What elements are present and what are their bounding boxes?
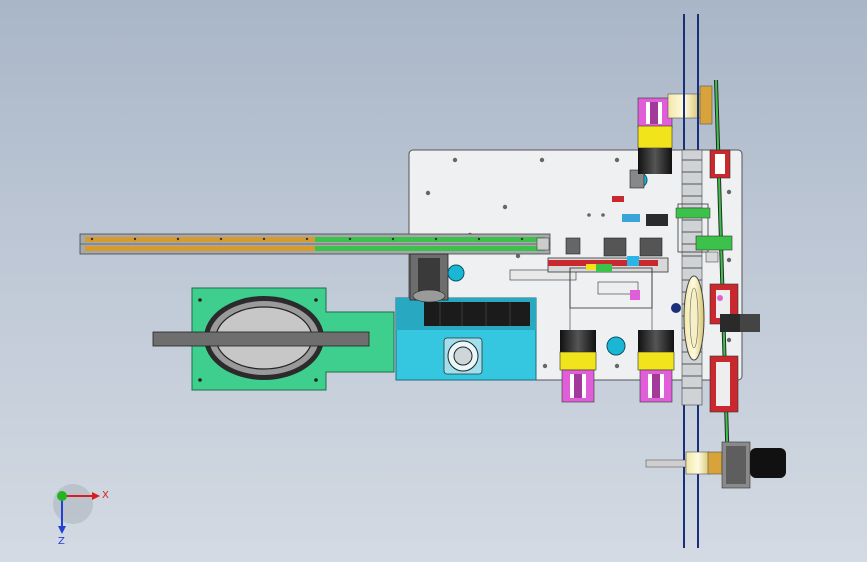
upper-cylinder[interactable] bbox=[637, 85, 713, 174]
cyan-marker bbox=[447, 264, 465, 282]
triad-z-label: Z bbox=[58, 536, 65, 547]
bottom-motor[interactable] bbox=[645, 441, 786, 489]
red-clamp-upper[interactable] bbox=[709, 149, 731, 179]
green-actuator[interactable] bbox=[695, 235, 733, 263]
red-clamp-lower[interactable] bbox=[709, 355, 739, 413]
central-mechanism[interactable] bbox=[509, 169, 669, 330]
triad-x-label: X bbox=[102, 490, 109, 501]
side-motor[interactable] bbox=[720, 314, 760, 332]
cyan-marker bbox=[606, 336, 626, 356]
lower-cylinder-left[interactable] bbox=[559, 330, 597, 403]
cyan-drive-block[interactable] bbox=[395, 297, 537, 381]
linear-rail[interactable] bbox=[79, 233, 551, 255]
gear-disc[interactable] bbox=[683, 275, 705, 361]
grey-cylinder[interactable] bbox=[409, 253, 449, 303]
vibratory-bowl-feeder[interactable] bbox=[152, 287, 395, 391]
blue-indicator bbox=[671, 303, 681, 313]
orientation-triad[interactable]: X Z bbox=[53, 484, 109, 547]
lower-cylinder-right[interactable] bbox=[637, 330, 675, 403]
